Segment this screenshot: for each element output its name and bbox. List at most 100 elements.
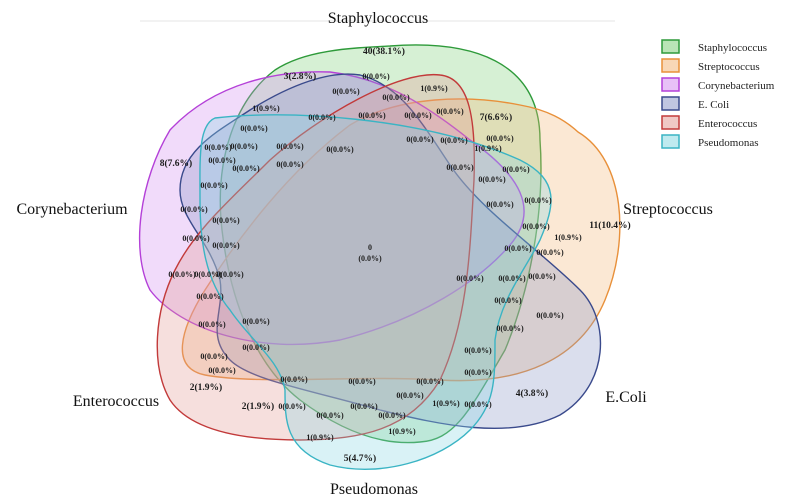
region-label: 0(0.0%) <box>332 87 360 96</box>
region-label: 0(0.0%) <box>232 164 260 173</box>
set-shape-enterococcus <box>156 73 476 441</box>
region-label: 0(0.0%) <box>464 368 492 377</box>
region-label: 0(0.0%) <box>230 142 258 151</box>
region-label: 3(2.8%) <box>284 71 316 82</box>
region-label: 0(0.0%) <box>278 402 306 411</box>
region-label: 0(0.0%) <box>440 136 468 145</box>
region-label: 0(0.0%) <box>496 324 524 333</box>
region-label: 0(0.0%) <box>382 93 410 102</box>
region-label: 0(0.0%) <box>276 142 304 151</box>
center-count: 0 <box>368 243 372 252</box>
region-label: 0(0.0%) <box>326 145 354 154</box>
region-label: 0(0.0%) <box>180 205 208 214</box>
region-label: 0(0.0%) <box>464 400 492 409</box>
set-shape-staphylococcus <box>219 44 542 444</box>
region-label: 0(0.0%) <box>536 311 564 320</box>
region-label: 1(0.9%) <box>252 104 280 113</box>
set-title-staphylococcus: Staphylococcus <box>328 10 428 27</box>
legend-swatch <box>661 39 680 54</box>
legend-label: Staphylococcus <box>698 42 767 54</box>
region-label: 0(0.0%) <box>194 270 222 279</box>
region-label: 0(0.0%) <box>208 156 236 165</box>
region-label: 1(0.9%) <box>388 427 416 436</box>
region-label: 0(0.0%) <box>504 244 532 253</box>
region-label: 7(6.6%) <box>480 112 512 123</box>
region-label: 0(0.0%) <box>182 234 210 243</box>
legend-item-ecoli: E. Coli <box>661 96 729 111</box>
legend-item-pseudomonas: Pseudomonas <box>661 134 759 149</box>
region-label: 0(0.0%) <box>208 366 236 375</box>
region-label: 0(0.0%) <box>378 411 406 420</box>
region-label: 0(0.0%) <box>216 270 244 279</box>
region-label: 0(0.0%) <box>456 274 484 283</box>
region-label: 0(0.0%) <box>486 200 514 209</box>
region-label: 0(0.0%) <box>362 72 390 81</box>
set-shapes <box>138 44 621 470</box>
legend-swatch <box>661 115 680 130</box>
legend-item-streptococcus: Streptococcus <box>661 58 760 73</box>
region-label: 0(0.0%) <box>502 165 530 174</box>
region-label: 0(0.0%) <box>198 320 226 329</box>
region-label: 0(0.0%) <box>316 411 344 420</box>
region-label: 0(0.0%) <box>528 272 556 281</box>
region-label: 0(0.0%) <box>276 160 304 169</box>
region-label: 0(0.0%) <box>464 346 492 355</box>
region-label: 0(0.0%) <box>242 317 270 326</box>
region-label: 5(4.7%) <box>344 453 376 464</box>
set-title-enterococcus: Enterococcus <box>73 393 159 410</box>
legend-label: Pseudomonas <box>698 137 759 149</box>
region-label: 0(0.0%) <box>446 163 474 172</box>
legend-label: E. Coli <box>698 99 729 111</box>
legend-item-enterococcus: Enterococcus <box>661 115 757 130</box>
region-label: 0(0.0%) <box>536 248 564 257</box>
region-label: 2(1.9%) <box>190 382 222 393</box>
region-label: 0(0.0%) <box>396 391 424 400</box>
region-label: 0(0.0%) <box>348 377 376 386</box>
region-label: 0(0.0%) <box>200 352 228 361</box>
legend-label: Corynebacterium <box>698 80 775 92</box>
set-title-pseudomonas: Pseudomonas <box>330 481 418 498</box>
legend-swatch <box>661 58 680 73</box>
region-labels: 40(38.1%) 3(2.8%) 0(0.0%) 1(0.9%) 7(6.6%… <box>160 46 631 464</box>
legend-item-corynebacterium: Corynebacterium <box>661 77 775 92</box>
region-label: 0(0.0%) <box>406 135 434 144</box>
region-label: 8(7.6%) <box>160 158 192 169</box>
set-shape-corynebacterium <box>138 71 525 346</box>
region-label: 1(0.9%) <box>306 433 334 442</box>
region-label: 1(0.9%) <box>474 144 502 153</box>
region-label: 0(0.0%) <box>350 402 378 411</box>
region-label: 2(1.9%) <box>242 401 274 412</box>
center-percent: (0.0%) <box>358 254 382 263</box>
region-label: 0(0.0%) <box>200 181 228 190</box>
region-label: 0(0.0%) <box>212 216 240 225</box>
legend-swatch <box>661 134 680 149</box>
region-label: 0(0.0%) <box>168 270 196 279</box>
region-label: 1(0.9%) <box>554 233 582 242</box>
region-label: 0(0.0%) <box>196 292 224 301</box>
legend-swatch <box>661 96 680 111</box>
region-label: 11(10.4%) <box>589 220 630 231</box>
region-label: 0(0.0%) <box>416 377 444 386</box>
region-label: 0(0.0%) <box>240 124 268 133</box>
region-label: 40(38.1%) <box>363 46 405 57</box>
legend-swatch <box>661 77 680 92</box>
region-label: 1(0.9%) <box>420 84 448 93</box>
region-label: 4(3.8%) <box>516 388 548 399</box>
region-label: 0(0.0%) <box>280 375 308 384</box>
legend-item-staphylococcus: Staphylococcus <box>661 39 767 54</box>
set-title-corynebacterium: Corynebacterium <box>16 201 128 218</box>
region-label: 0(0.0%) <box>524 196 552 205</box>
set-title-ecoli: E.Coli <box>605 389 647 406</box>
region-label: 0(0.0%) <box>308 113 336 122</box>
legend: Staphylococcus Streptococcus Corynebacte… <box>661 39 775 149</box>
region-label: 0(0.0%) <box>486 134 514 143</box>
region-label: 0(0.0%) <box>212 241 240 250</box>
region-label: 0(0.0%) <box>436 107 464 116</box>
region-label: 0(0.0%) <box>494 296 522 305</box>
region-label: 0(0.0%) <box>522 222 550 231</box>
region-label: 0(0.0%) <box>242 343 270 352</box>
region-label: 1(0.9%) <box>432 399 460 408</box>
set-title-streptococcus: Streptococcus <box>623 201 713 218</box>
set-shape-streptococcus <box>181 98 621 382</box>
legend-label: Enterococcus <box>698 118 757 130</box>
